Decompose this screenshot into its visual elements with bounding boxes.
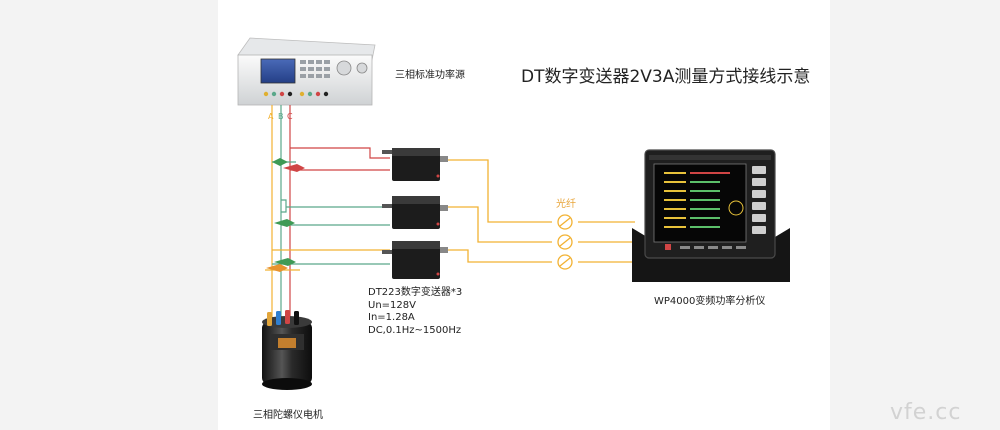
phase-a-label: A — [268, 112, 274, 121]
transmitter-3 — [382, 241, 448, 279]
analyzer-device — [632, 149, 790, 282]
motor-label: 三相陀螺仪电机 — [253, 410, 323, 421]
transmitter-spec-current: In=1.28A — [368, 312, 415, 323]
current-clamp-b — [274, 219, 295, 227]
fiber-connector — [557, 214, 573, 270]
fiber-cables — [448, 159, 635, 263]
transmitter-label: DT223数字变送器*3 — [368, 287, 463, 298]
power-source-device — [237, 37, 376, 106]
fiber-label: 光纤 — [556, 199, 576, 210]
transmitter-1 — [382, 148, 448, 181]
transmitter-spec-frequency: DC,0.1Hz~1500Hz — [368, 324, 462, 336]
transmitter-spec-block: DT223数字变送器*3 Un=128V In=1.28A DC,0.1Hz~1… — [368, 287, 462, 337]
diagram-title: DT数字变送器2V3A测量方式接线示意 — [521, 67, 811, 87]
phase-c-label: C — [287, 112, 293, 121]
phase-b-label: B — [278, 112, 284, 121]
analyzer-label: WP4000变频功率分析仪 — [654, 296, 766, 307]
analyzer-screen — [653, 163, 747, 243]
current-clamp-a — [266, 258, 296, 272]
source-knob — [336, 60, 352, 76]
motor-device — [262, 310, 312, 390]
source-screen — [260, 58, 296, 84]
current-clamp-c — [272, 158, 305, 172]
transmitter-spec-voltage: Un=128V — [368, 299, 416, 311]
watermark: vfe.cc — [890, 400, 962, 425]
transmitter-2 — [382, 196, 448, 229]
power-source-label: 三相标准功率源 — [395, 70, 465, 81]
